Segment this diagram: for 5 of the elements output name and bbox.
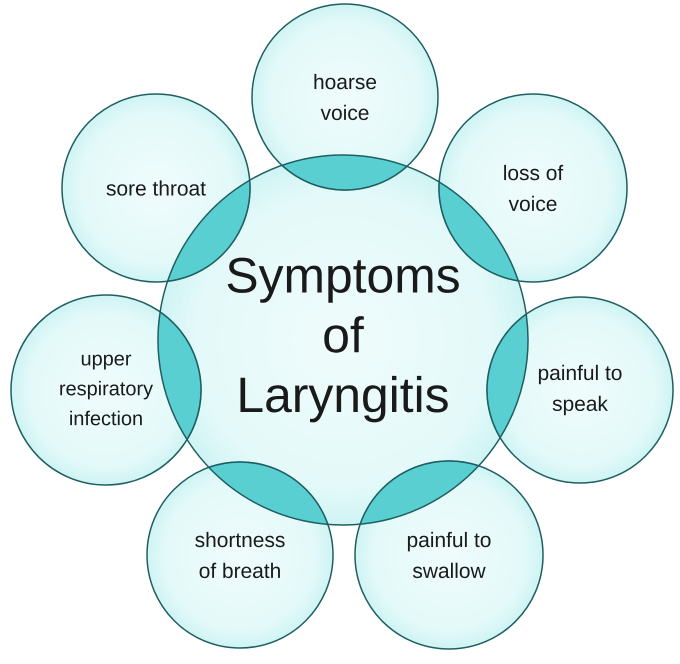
bubble: painful to speak [486, 296, 674, 484]
bubble: upper respiratory infection [10, 294, 202, 486]
bubble: shortness of breath [146, 461, 334, 649]
bubble: hoarse voice [251, 3, 439, 191]
bubble: painful to swallow [354, 460, 544, 650]
